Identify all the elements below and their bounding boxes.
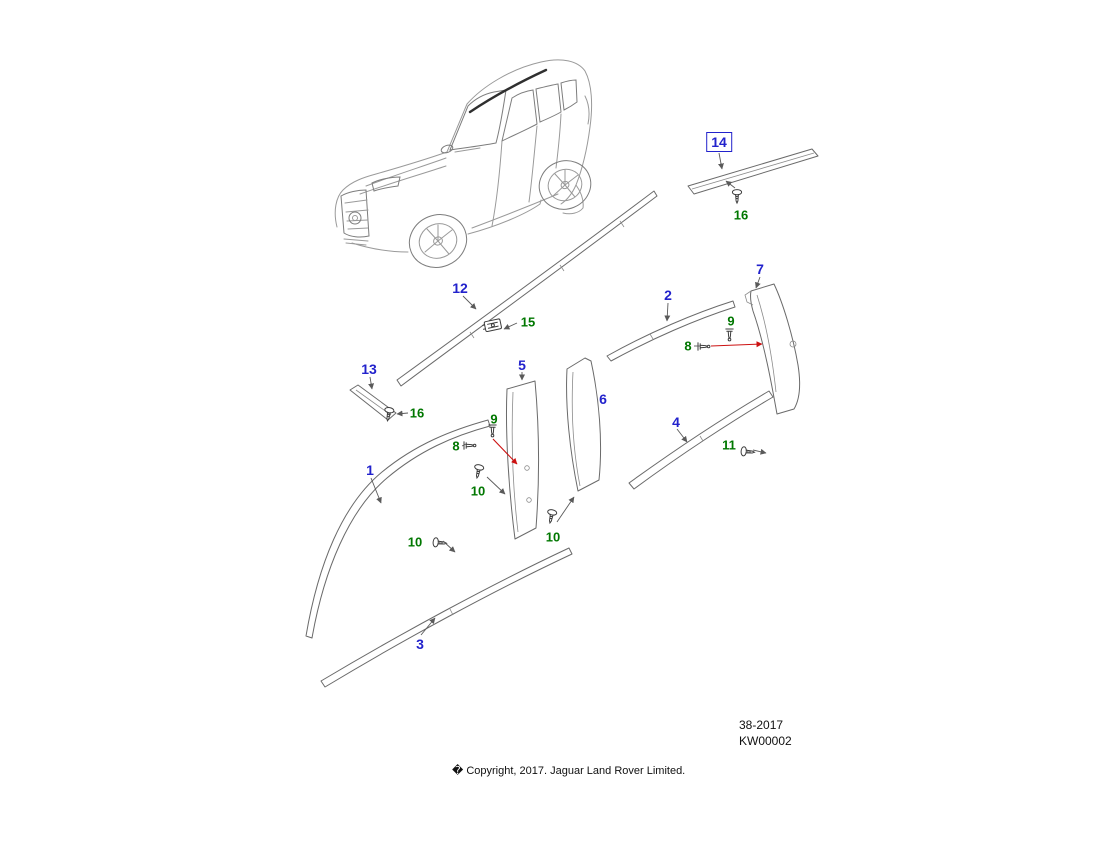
callout-8-8[interactable]: 8 <box>684 338 692 354</box>
callout-3-21[interactable]: 3 <box>416 636 424 652</box>
rivet-clip-icon <box>488 424 497 438</box>
vehicle-illustration <box>334 59 593 268</box>
callout-10-16[interactable]: 10 <box>545 529 561 545</box>
callout-8-14[interactable]: 8 <box>452 438 460 454</box>
callout-15-4[interactable]: 15 <box>520 314 536 330</box>
part-shape-1 <box>305 419 491 639</box>
part-shape-7 <box>750 283 801 415</box>
callout-6-12[interactable]: 6 <box>599 391 607 407</box>
part-shape-14 <box>687 148 819 195</box>
drawing-reference-block: 38-2017 KW00002 <box>739 717 792 749</box>
callout-12-1[interactable]: 12 <box>452 280 468 296</box>
callout-1-19[interactable]: 1 <box>366 462 374 478</box>
rivet-clip-icon <box>725 328 734 342</box>
part-shapes <box>305 148 819 688</box>
callout-9-13[interactable]: 9 <box>490 411 498 427</box>
callout-9-7[interactable]: 9 <box>727 313 735 329</box>
rivet-clip-icon <box>697 342 711 351</box>
callout-5-11[interactable]: 5 <box>518 357 526 373</box>
front-wheel <box>408 214 468 268</box>
callout-2-5[interactable]: 2 <box>664 287 672 303</box>
figure-reference: 38-2017 <box>739 718 784 732</box>
part-shape-6 <box>566 357 602 492</box>
rivet-clip-icon <box>463 441 477 450</box>
callout-16-3[interactable]: 16 <box>733 207 749 223</box>
screw-icon <box>740 445 756 458</box>
screw-icon <box>544 508 558 525</box>
callout-14-2[interactable]: 14 <box>706 132 732 152</box>
rear-wheel <box>538 160 592 210</box>
screw-icon <box>471 463 485 480</box>
callout-7-6[interactable]: 7 <box>756 261 764 277</box>
callout-11-18[interactable]: 11 <box>722 437 736 453</box>
part-shape-4 <box>628 390 774 490</box>
clip-bracket-15-shape <box>482 318 502 333</box>
copyright-text: � Copyright, 2017. Jaguar Land Rover Lim… <box>452 765 686 777</box>
part-shape-12 <box>396 190 658 387</box>
roof-molding-on-vehicle <box>468 68 548 114</box>
part-shape-2 <box>606 300 736 362</box>
drawing-code: KW00002 <box>739 734 792 748</box>
callout-10-15[interactable]: 10 <box>470 483 486 499</box>
callout-4-17[interactable]: 4 <box>672 414 680 430</box>
screw-icon <box>731 189 743 204</box>
callout-10-20[interactable]: 10 <box>407 534 423 550</box>
leader-lines <box>368 152 767 636</box>
highlight-leader-lines <box>492 341 763 465</box>
callout-16-10[interactable]: 16 <box>409 405 425 421</box>
callout-13-9[interactable]: 13 <box>361 361 377 377</box>
part-shape-3 <box>320 547 573 688</box>
part-shape-5 <box>505 380 540 540</box>
